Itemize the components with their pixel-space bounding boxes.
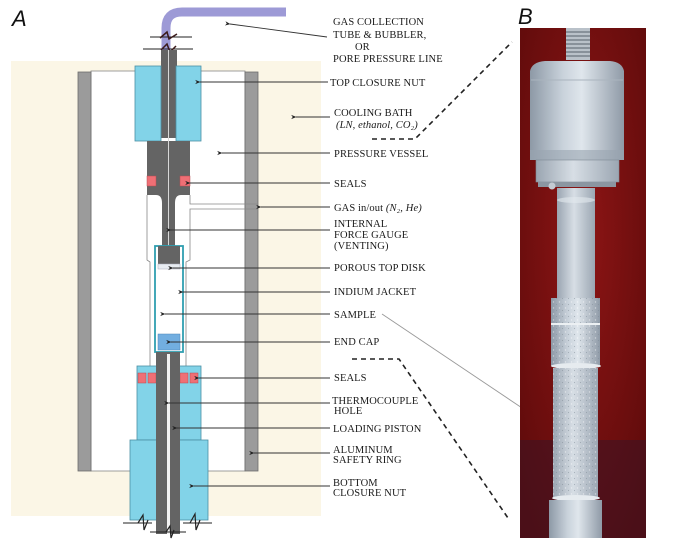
label-thermocouple-hole: THERMOCOUPLE HOLE — [332, 396, 421, 417]
label-top-closure-nut: TOP CLOSURE NUT — [330, 78, 426, 89]
panel-b-label: B — [518, 4, 533, 29]
label-sample: SAMPLE — [334, 310, 376, 321]
sample-assembly-photo — [520, 28, 646, 538]
label-gas-collection: GAS COLLECTION TUBE & BUBBLER, OR PORE P… — [333, 17, 443, 65]
bottom-break-marks — [123, 511, 212, 539]
leader-lines — [160, 21, 546, 489]
zoom-line-bottom — [352, 358, 509, 519]
top-seal-right — [179, 175, 191, 187]
label-porous-top-disk: POROUS TOP DISK — [334, 263, 426, 274]
top-closure-nut-left — [134, 65, 162, 142]
label-seals-bottom: SEALS — [334, 373, 367, 384]
label-cooling-bath-sub: (LN, ethanol, CO₂) — [336, 120, 418, 131]
top-seal-left — [146, 175, 157, 187]
thermocouple-hole — [167, 354, 170, 534]
label-cooling-bath: COOLING BATH — [334, 108, 413, 119]
label-seals-top: SEALS — [334, 179, 367, 190]
safety-ring-left-wall — [77, 71, 92, 472]
label-aluminum-safety-ring: ALUMINUM SAFETY RING — [333, 445, 402, 466]
label-pressure-vessel: PRESSURE VESSEL — [334, 149, 428, 160]
safety-ring-right-wall — [244, 71, 259, 472]
labels: GAS COLLECTION TUBE & BUBBLER, OR PORE P… — [330, 17, 443, 499]
label-gas-in-out: GAS in/out (N₂, He) — [334, 203, 422, 214]
label-loading-piston: LOADING PISTON — [333, 424, 422, 435]
top-closure-nut-right — [175, 65, 202, 142]
panel-a-label: A — [10, 6, 27, 31]
top-break-marks — [143, 30, 193, 54]
label-bottom-closure-nut: BOTTOM CLOSURE NUT — [333, 478, 407, 499]
label-indium-jacket: INDIUM JACKET — [334, 287, 417, 298]
label-end-cap: END CAP — [334, 337, 379, 348]
gas-collection-tube — [161, 7, 286, 50]
label-internal-force-gauge: INTERNAL FORCE GAUGE (VENTING) — [334, 219, 411, 252]
